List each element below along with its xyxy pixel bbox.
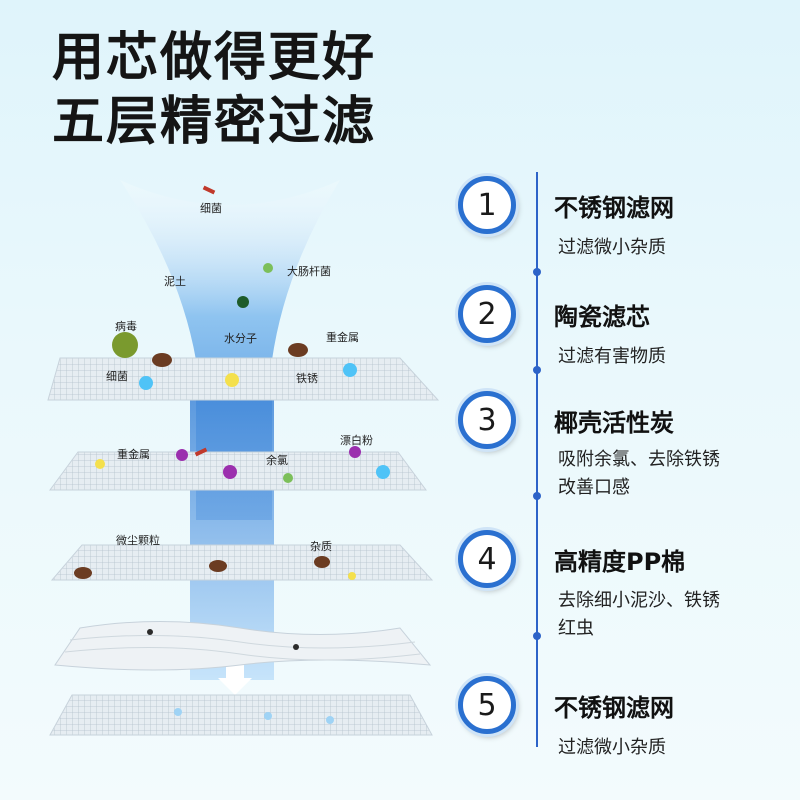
step-description-line: 吸附余氯、去除铁锈	[558, 449, 720, 470]
step-title: 高精度PP棉	[554, 548, 686, 576]
step-description-line: 过滤微小杂质	[558, 737, 666, 758]
label-bacteria-top: 细菌	[200, 202, 222, 215]
label-dust: 微尘颗粒	[116, 534, 160, 547]
label-heavy-metal-1: 重金属	[326, 331, 359, 344]
rust-particle	[225, 373, 239, 387]
label-bacteria-layer-1: 细菌	[106, 370, 128, 383]
step-number-badge: 1	[458, 176, 516, 234]
step-description: 吸附余氯、去除铁锈 改善口感	[558, 446, 720, 502]
filter-layers-graphic	[47, 180, 440, 736]
bleach-particle	[349, 446, 361, 458]
timeline-dot	[533, 632, 541, 640]
down-arrow-icon	[218, 665, 252, 695]
timeline-line	[536, 172, 538, 747]
bacteria-particle	[194, 447, 208, 457]
step-title: 不锈钢滤网	[554, 694, 674, 722]
label-rust: 铁锈	[296, 372, 318, 385]
label-heavy-metal-2: 重金属	[117, 448, 150, 461]
label-virus: 病毒	[115, 320, 137, 333]
dust-particle	[74, 567, 92, 579]
chlorine-particle	[283, 473, 293, 483]
label-ecoli: 大肠杆菌	[287, 265, 331, 278]
step-number-badge: 5	[458, 676, 516, 734]
bacteria-particle	[202, 185, 216, 195]
step-title: 椰壳活性炭	[554, 409, 674, 437]
step-description: 过滤有害物质	[558, 343, 666, 371]
label-residual-chlorine: 余氯	[266, 454, 288, 467]
filter-layer-3	[50, 544, 434, 581]
dust-particle	[314, 556, 330, 568]
molecule-dot	[237, 296, 249, 308]
step-number-badge: 3	[458, 391, 516, 449]
label-impurity: 杂质	[310, 540, 332, 553]
step-description: 过滤微小杂质	[558, 234, 666, 262]
rust-particle	[348, 572, 356, 580]
timeline-dot	[533, 366, 541, 374]
ecoli-particle	[263, 263, 273, 273]
headline-line-2: 五层精密过滤	[52, 92, 377, 152]
step-description-line: 过滤有害物质	[558, 346, 666, 367]
bubble-particle	[343, 363, 357, 377]
step-description-line: 红虫	[558, 618, 594, 639]
bleach-particle	[223, 465, 237, 479]
step-description: 过滤微小杂质	[558, 734, 666, 762]
timeline-dot	[533, 268, 541, 276]
step-description-line: 过滤微小杂质	[558, 237, 666, 258]
filter-layer-5	[49, 694, 433, 736]
bleach-particle	[176, 449, 188, 461]
heavy-metal-particle	[152, 353, 172, 367]
bubble-particle	[139, 376, 153, 390]
headline-line-1: 用芯做得更好	[52, 28, 377, 88]
step-description: 去除细小泥沙、铁锈 红虫	[558, 587, 720, 643]
heavy-metal-particle	[288, 343, 308, 357]
step-number-badge: 2	[458, 285, 516, 343]
step-number-badge: 4	[458, 530, 516, 588]
headline: 用芯做得更好 五层精密过滤	[52, 26, 376, 154]
step-title: 不锈钢滤网	[554, 194, 674, 222]
step-description-line: 去除细小泥沙、铁锈	[558, 590, 720, 611]
step-title: 陶瓷滤芯	[554, 303, 650, 331]
water-funnel	[120, 180, 340, 520]
filter-illustration: 细菌 泥土 大肠杆菌 病毒 水分子 重金属 细菌 铁锈 重金属 余氯 漂白粉 微…	[0, 160, 450, 800]
filter-layer-2	[49, 451, 427, 491]
rust-particle	[95, 459, 105, 469]
label-mud: 泥土	[164, 275, 186, 288]
label-bleach: 漂白粉	[340, 434, 373, 447]
virus-particle	[112, 332, 138, 358]
step-description-line: 改善口感	[558, 477, 630, 498]
label-water-molecule: 水分子	[224, 332, 257, 345]
timeline-dot	[533, 492, 541, 500]
bubble-particle	[376, 465, 390, 479]
dust-particle	[209, 560, 227, 572]
